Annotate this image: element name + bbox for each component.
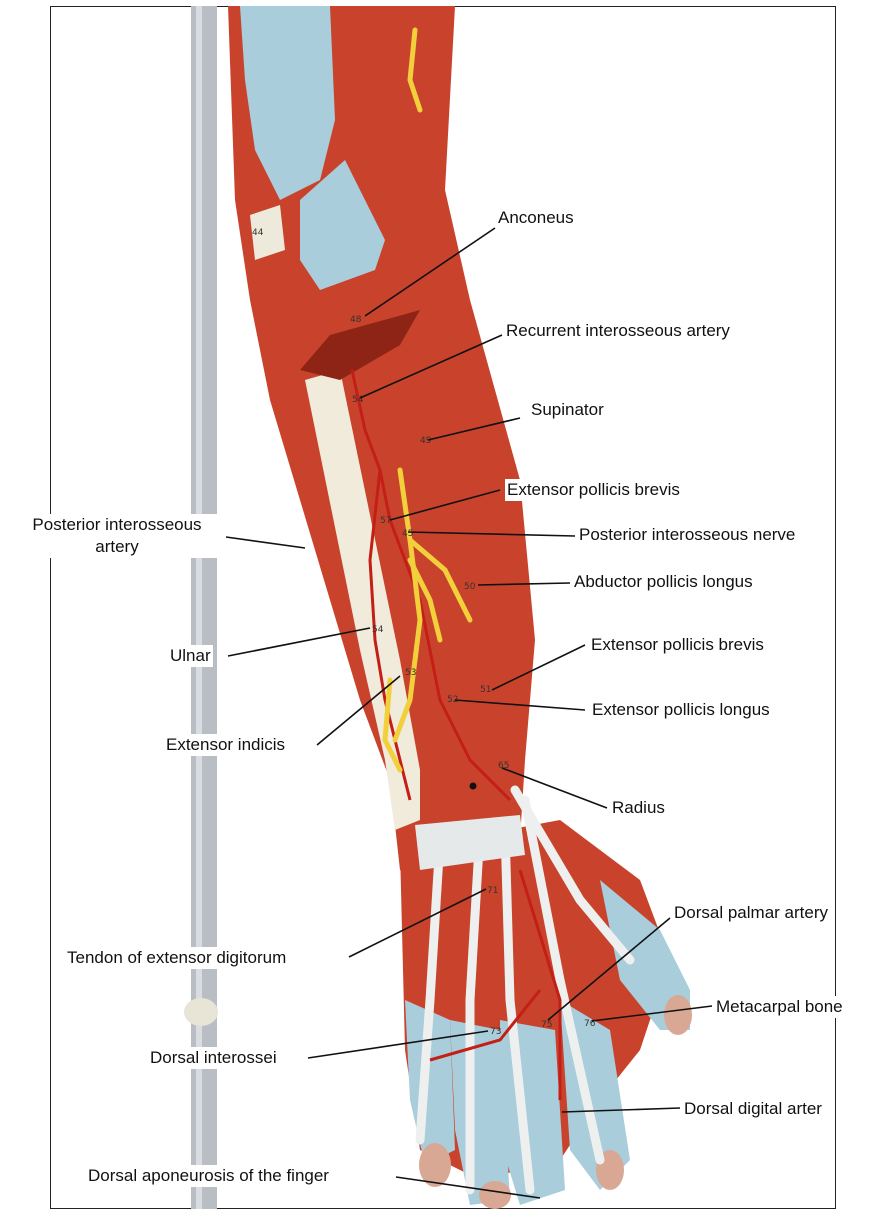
- label-posterior-interosseous-nerve: Posterior interosseous nerve: [577, 524, 797, 546]
- label-radius: Radius: [610, 797, 667, 819]
- label-posterior-interosseous-artery: Posterior interosseous artery: [8, 514, 226, 558]
- model-number-57: 57: [380, 516, 391, 526]
- label-metacarpal-bone: Metacarpal bone: [714, 996, 845, 1018]
- label-recurrent-interosseous-artery: Recurrent interosseous artery: [504, 320, 732, 342]
- label-extensor-indicis: Extensor indicis: [164, 734, 287, 756]
- model-number-53: 53: [405, 668, 416, 678]
- model-number-50: 50: [464, 582, 476, 592]
- model-number-44: 44: [252, 228, 264, 238]
- label-dorsal-digital-arter: Dorsal digital arter: [682, 1098, 824, 1120]
- label-tendon-of-extensor-digitorum: Tendon of extensor digitorum: [65, 947, 288, 969]
- label-anconeus: Anconeus: [496, 207, 576, 229]
- stand-knob: [184, 998, 218, 1026]
- label-abductor-pollicis-longus: Abductor pollicis longus: [572, 571, 755, 593]
- label-dorsal-aponeurosis: Dorsal aponeurosis of the finger: [86, 1165, 331, 1187]
- label-extensor-pollicis-brevis-2: Extensor pollicis brevis: [589, 634, 766, 656]
- model-number-73: 73: [490, 1027, 501, 1037]
- model-number-51: 51: [480, 685, 491, 695]
- model-number-54b: 54: [372, 625, 384, 635]
- model-number-45: 45: [402, 529, 413, 539]
- label-supinator: Supinator: [529, 399, 606, 421]
- model-marker-dot: [470, 783, 477, 790]
- label-dorsal-palmar-artery: Dorsal palmar artery: [672, 902, 830, 924]
- label-extensor-pollicis-longus: Extensor pollicis longus: [590, 699, 772, 721]
- model-number-75: 75: [541, 1020, 552, 1030]
- model-number-49: 49: [420, 436, 432, 446]
- label-ulnar: Ulnar: [168, 645, 213, 667]
- label-extensor-pollicis-brevis-1: Extensor pollicis brevis: [505, 479, 682, 501]
- label-dorsal-interossei: Dorsal interossei: [148, 1047, 279, 1069]
- finger-ring: [450, 1020, 510, 1205]
- display-stand-pole: [191, 6, 217, 1209]
- model-number-48: 48: [350, 315, 362, 325]
- model-number-71: 71: [487, 886, 498, 896]
